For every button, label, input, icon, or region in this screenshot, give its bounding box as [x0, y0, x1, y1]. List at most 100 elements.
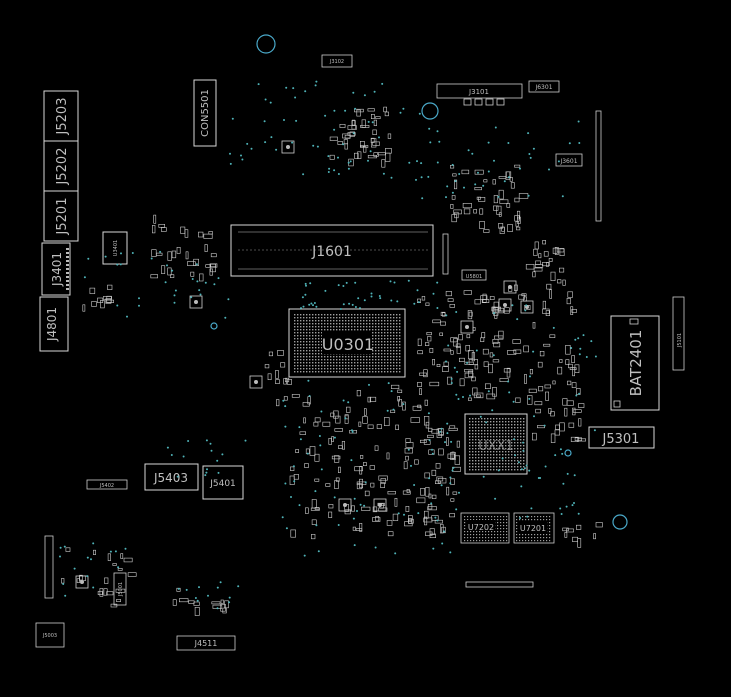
via: [337, 156, 339, 159]
via: [357, 297, 360, 300]
via: [282, 399, 285, 402]
chip-u7201[interactable]: U7201: [513, 512, 555, 544]
cpu-ball: [351, 317, 353, 319]
bga-ball: [473, 519, 475, 521]
cpu-ball: [387, 371, 389, 373]
passive-part: [507, 224, 513, 232]
bga-ball: [516, 528, 518, 530]
bga-ball: [479, 534, 481, 536]
connector-pin: [66, 260, 69, 262]
passive-part: [514, 197, 520, 203]
connector-j5201[interactable]: J5201: [43, 190, 79, 242]
cpu-ball: [303, 353, 305, 355]
cpu-ball: [351, 368, 353, 370]
passive-part: [466, 334, 471, 339]
fiducial-small-right: [564, 449, 572, 457]
cpu-ball: [318, 365, 320, 367]
passive-part: [453, 338, 458, 347]
bga-ball: [469, 463, 471, 465]
bga-ball: [523, 433, 525, 435]
cpu-ball: [321, 335, 323, 337]
via: [352, 132, 355, 135]
cpu-ball: [321, 338, 323, 340]
via: [443, 530, 446, 533]
connector-j3601[interactable]: J3601: [555, 153, 583, 167]
connector-j4801[interactable]: J4801: [39, 296, 69, 352]
battery-bat2401[interactable]: BAT2401: [610, 315, 660, 411]
passive-part: [423, 439, 431, 445]
connector-j4511[interactable]: J4511: [176, 635, 236, 651]
cpu-ball: [372, 365, 374, 367]
cpu-ball: [351, 323, 353, 325]
connector-j5401[interactable]: J5401: [202, 465, 244, 500]
connector-j5301[interactable]: J5301: [588, 426, 655, 449]
cpu-ball: [342, 368, 344, 370]
cpu-ball: [384, 332, 386, 334]
chip-u3401[interactable]: U3401: [102, 231, 128, 265]
connector-j3101[interactable]: J3101: [436, 83, 523, 106]
fiducial-top-left: [256, 34, 276, 54]
connector-j5402[interactable]: J5402: [86, 479, 128, 490]
passive-part: [577, 538, 582, 548]
cpu-ball: [396, 365, 398, 367]
bga-ball: [497, 519, 499, 521]
chip-u7202[interactable]: U7202: [460, 512, 510, 544]
connector-j5001[interactable]: J5001: [113, 572, 127, 606]
cpu-ball: [372, 362, 374, 364]
cpu-ball: [294, 338, 296, 340]
bga-ball: [488, 516, 490, 518]
passive-part: [550, 433, 556, 443]
bga-ball: [525, 534, 527, 536]
bga-ball: [522, 534, 524, 536]
cpu-ball: [387, 350, 389, 352]
bga-ball: [502, 430, 504, 432]
via: [216, 607, 219, 610]
cpu-ball: [360, 371, 362, 373]
bga-ball: [475, 463, 477, 465]
chip-u0301[interactable]: U0301: [288, 308, 406, 378]
bga-ball: [506, 534, 508, 536]
passive-part: [565, 359, 570, 365]
bga-ball: [528, 519, 530, 521]
via: [354, 281, 357, 284]
passive-part: [103, 296, 112, 300]
connector-j6301[interactable]: J6301: [528, 80, 560, 93]
connector-j5403[interactable]: J5403: [144, 463, 199, 491]
cpu-ball: [336, 326, 338, 328]
cpu-ball: [354, 329, 356, 331]
connector-j1601[interactable]: J1601: [230, 224, 434, 277]
passive-part: [105, 299, 115, 303]
connector-j5003[interactable]: J5003: [35, 622, 65, 648]
bga-ball: [469, 457, 471, 459]
cpu-ball: [381, 314, 383, 316]
bga-ball: [540, 537, 542, 539]
connector-con5501[interactable]: CON5501: [193, 79, 217, 147]
via: [407, 448, 410, 451]
cpu-ball: [375, 347, 377, 349]
passive-part: [450, 498, 455, 502]
passive-part: [516, 226, 521, 231]
cpu-ball: [303, 350, 305, 352]
square-part: [281, 140, 295, 154]
cpu-ball: [327, 317, 329, 319]
via: [402, 107, 405, 110]
cpu-ball: [342, 323, 344, 325]
cpu-ball: [372, 371, 374, 373]
connector-j3102[interactable]: J3102: [321, 54, 353, 68]
cpu-ball: [381, 359, 383, 361]
via: [585, 356, 588, 358]
bga-ball: [478, 463, 480, 465]
chip-uxx1[interactable]: UXX1: [464, 413, 528, 475]
bga-ball: [514, 421, 516, 423]
cpu-ball: [318, 317, 320, 319]
chip-u5801[interactable]: U5801: [461, 269, 487, 281]
via: [487, 141, 490, 144]
passive-part: [408, 518, 414, 524]
passive-part: [176, 247, 181, 254]
cpu-ball: [363, 356, 365, 358]
connector-j3401[interactable]: J3401: [41, 242, 71, 296]
connector-j5101[interactable]: J5101: [672, 296, 685, 371]
bga-ball: [491, 531, 493, 533]
cpu-ball: [393, 362, 395, 364]
bga-ball: [493, 469, 495, 471]
